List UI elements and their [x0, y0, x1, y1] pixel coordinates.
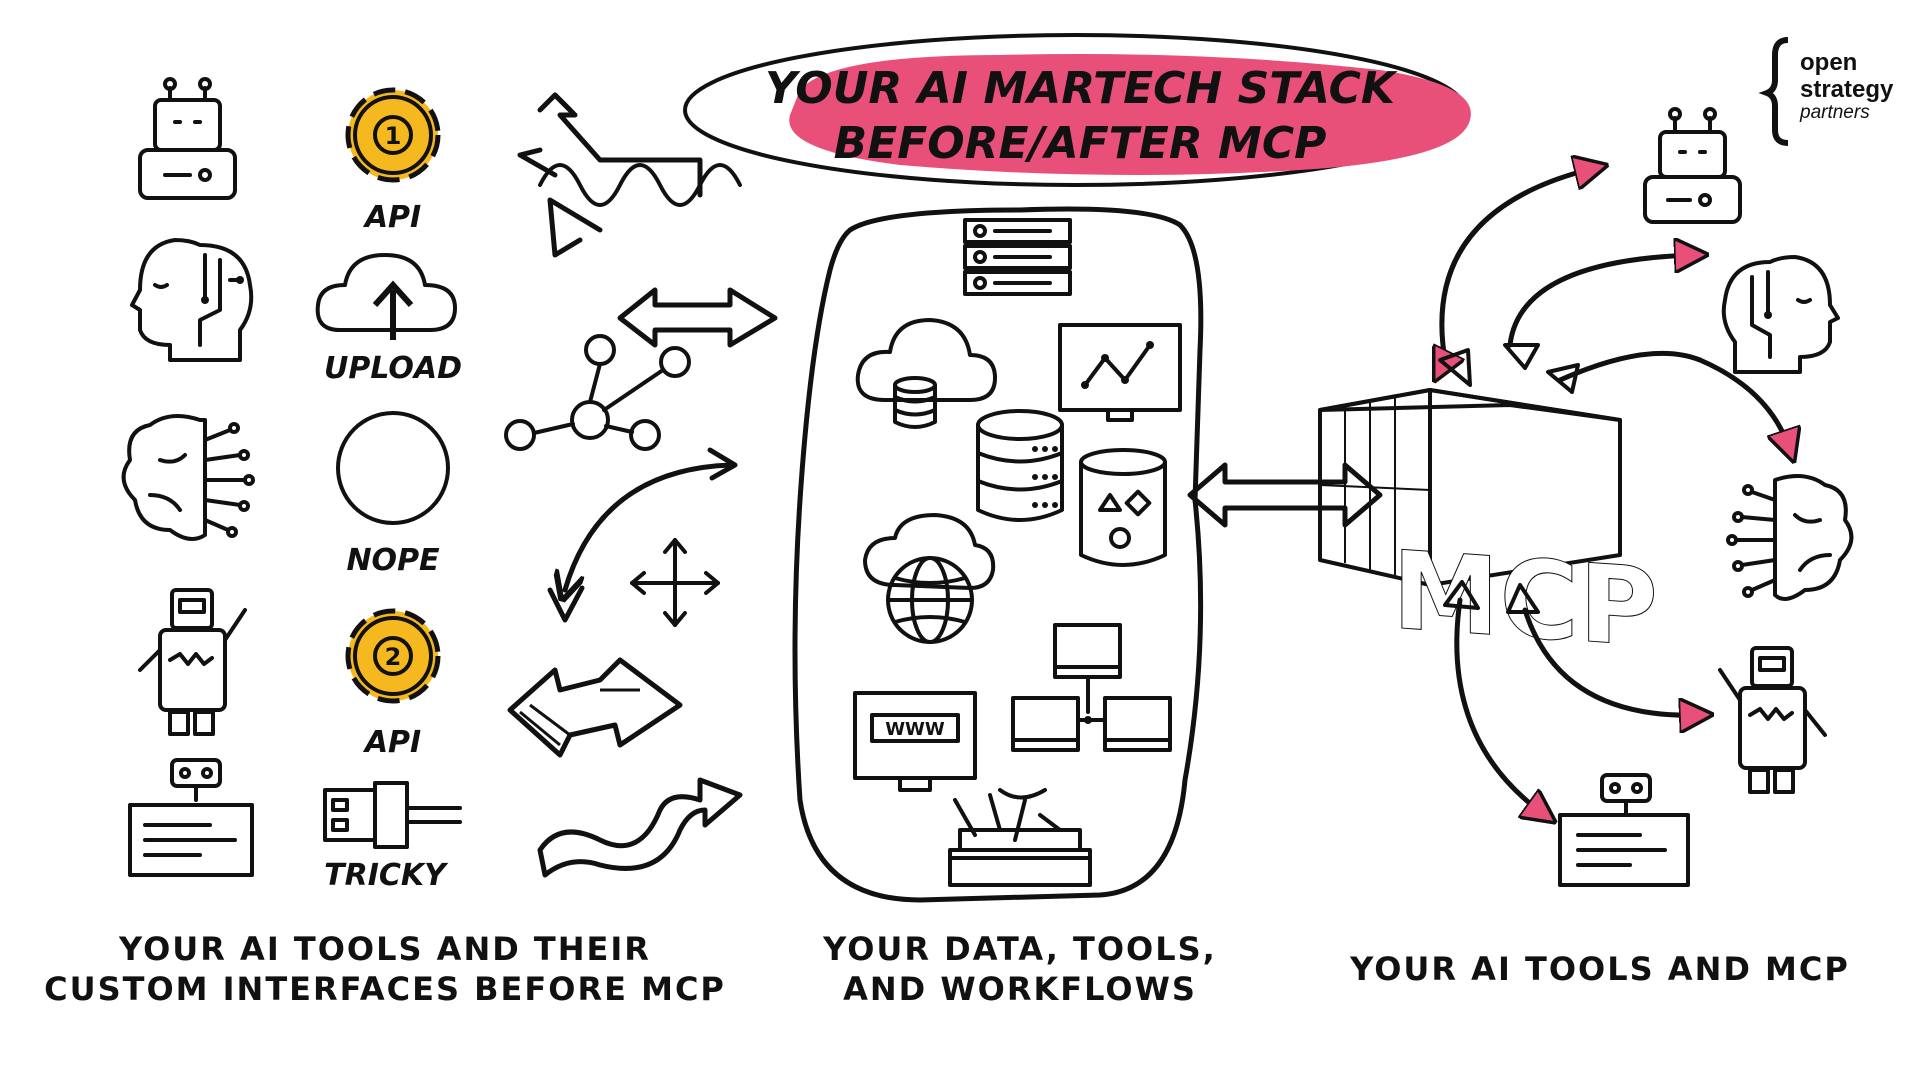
brand-line-2: strategy: [1800, 76, 1894, 103]
right-robot-blue-icon: [1643, 107, 1742, 224]
split-arrow-icon: [507, 657, 683, 758]
nope-x-icon: [336, 411, 450, 525]
brand-logo: open strategy partners: [1758, 37, 1894, 146]
server-rack-icon: [963, 218, 1072, 296]
label-upload: UPLOAD: [324, 351, 462, 386]
robot-blue-icon: [138, 77, 237, 200]
terminal-robot-icon: [128, 758, 254, 877]
caption-middle-line-1: YOUR DATA, TOOLS,: [822, 930, 1217, 968]
blob-to-mcp-arrow: [1187, 462, 1383, 528]
brain-icon: [121, 414, 255, 541]
usb-plug-icon: [323, 781, 462, 849]
network-nodes-icon: [504, 334, 691, 451]
tangled-arrows-icon: [517, 92, 742, 258]
gear-number-1: 1: [385, 122, 402, 150]
label-api-2: API: [363, 725, 421, 760]
analytics-monitor-icon: [1058, 323, 1182, 422]
right-brain-icon: [1726, 474, 1854, 601]
label-api-1: API: [363, 200, 421, 235]
brand-line-1: open: [1800, 49, 1857, 76]
curved-arrow-icon: [547, 447, 738, 623]
gear-api-1-icon: 1: [345, 87, 441, 183]
caption-left-line-1: YOUR AI TOOLS AND THEIR: [118, 930, 651, 968]
title-line-1: YOUR AI MARTECH STACK: [765, 63, 1398, 114]
move-cross-icon: [630, 538, 720, 627]
wavy-arrow-icon: [537, 777, 743, 878]
network-computers-icon: [1011, 623, 1172, 752]
mcp-connection-arrows: [1440, 168, 1790, 815]
cloud-globe-icon: [863, 513, 996, 644]
upload-cloud-icon: [315, 253, 457, 340]
database-stack-icon: [976, 409, 1064, 522]
data-tools-blob: [792, 206, 1204, 903]
retro-robot-icon: [138, 588, 247, 736]
cloud-database-icon: [855, 318, 997, 429]
right-terminal-robot-icon: [1558, 773, 1690, 887]
right-retro-robot-icon: [1718, 646, 1827, 794]
title-line-2: BEFORE/AFTER MCP: [834, 118, 1327, 169]
label-nope: NOPE: [346, 543, 440, 578]
caption-right-line-1: YOUR AI TOOLS AND MCP: [1349, 950, 1850, 988]
gear-api-2-icon: 2: [345, 608, 441, 704]
double-arrow-icon: [617, 287, 778, 348]
right-ai-head-icon: [1721, 255, 1840, 374]
toolbox-icon: [948, 788, 1092, 887]
data-lake-icon: [1079, 448, 1167, 567]
web-browser-icon: WWW: [853, 691, 977, 792]
www-text: WWW: [885, 719, 945, 740]
caption-middle-line-2: AND WORKFLOWS: [843, 970, 1197, 1008]
caption-left-line-2: CUSTOM INTERFACES BEFORE MCP: [44, 970, 726, 1008]
brand-line-3: partners: [1799, 102, 1870, 123]
mcp-label: MCP: [1392, 527, 1658, 671]
mcp-container-icon: MCP: [1318, 388, 1658, 672]
title-banner: YOUR AI MARTECH STACK BEFORE/AFTER MCP: [683, 33, 1471, 187]
label-tricky: TRICKY: [324, 858, 449, 893]
ai-head-icon: [130, 238, 254, 362]
gear-number-2: 2: [385, 643, 402, 671]
